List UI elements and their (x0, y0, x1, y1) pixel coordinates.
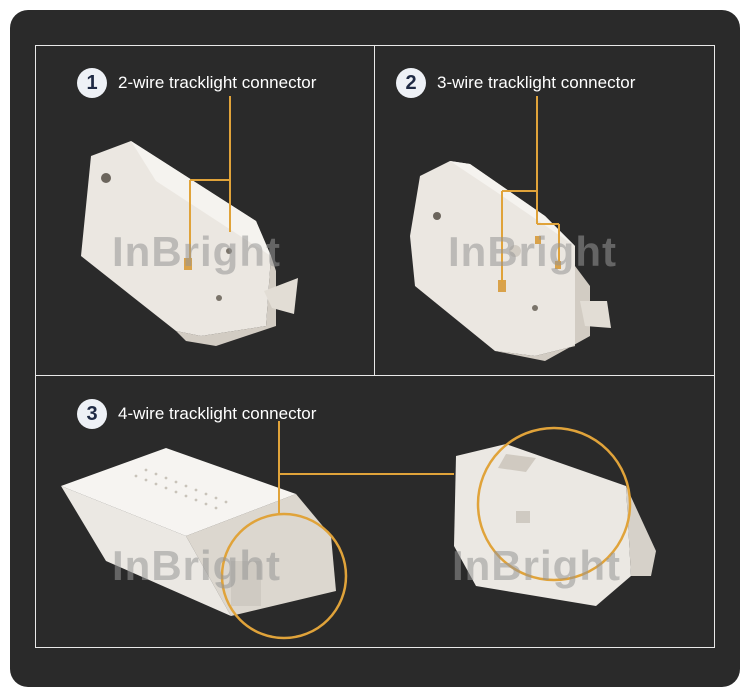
two-wire-connector-image (81, 96, 298, 346)
watermark-3: InBright (112, 542, 281, 589)
four-wire-connector-images (61, 421, 656, 640)
panel-frame (35, 45, 715, 648)
badge-1: 1 (77, 68, 107, 98)
three-wire-connector-image (410, 96, 611, 361)
label-3-wire: 3-wire tracklight connector (437, 73, 636, 92)
vertical-divider (374, 46, 375, 376)
badge-3: 3 (77, 399, 107, 429)
watermark-4: InBright (452, 542, 621, 589)
horizontal-divider (36, 375, 714, 376)
label-4-wire: 4-wire tracklight connector (118, 404, 317, 423)
badge-2: 2 (396, 68, 426, 98)
watermark-2: InBright (448, 228, 617, 275)
label-2-wire: 2-wire tracklight connector (118, 73, 317, 92)
watermark-1: InBright (112, 228, 281, 275)
